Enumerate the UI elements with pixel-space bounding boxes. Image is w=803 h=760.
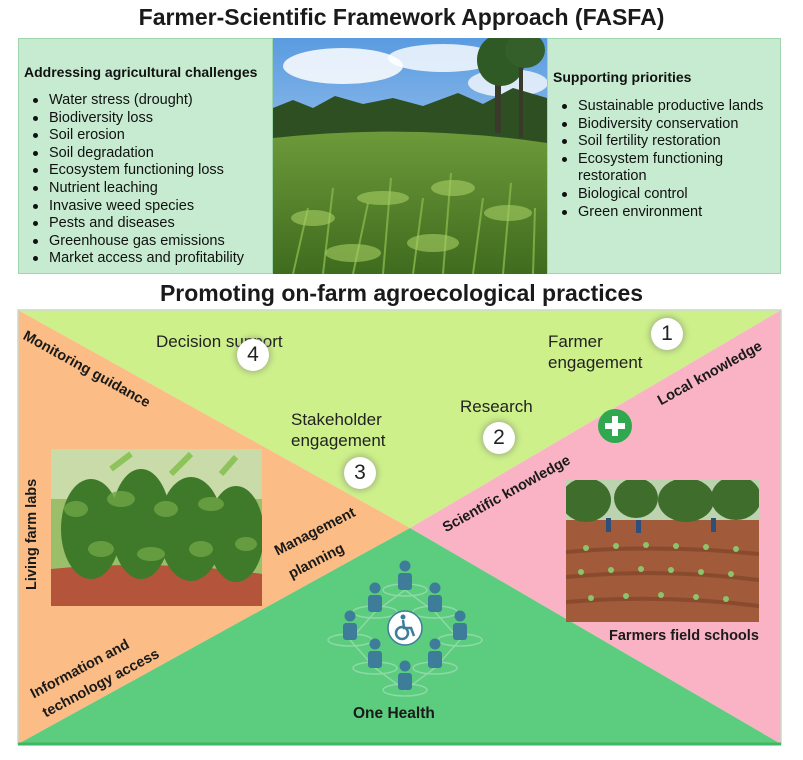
top-triangle	[18, 310, 781, 528]
list-item: Biodiversity loss	[31, 110, 244, 128]
step-4-badge: 4	[237, 339, 269, 371]
priorities-list: Sustainable productive lands Biodiversit…	[560, 98, 775, 221]
list-item: Pests and diseases	[31, 215, 244, 233]
list-item: Ecosystem functioning loss	[31, 162, 244, 180]
one-health-label: One Health	[353, 705, 435, 722]
list-item: Nutrient leaching	[31, 180, 244, 198]
list-item: Invasive weed species	[31, 198, 244, 216]
main-title: Farmer-Scientific Framework Approach (FA…	[138, 4, 665, 30]
list-item: Greenhouse gas emissions	[31, 233, 244, 251]
list-item: Market access and profitability	[31, 250, 244, 268]
step-1-badge: 1	[651, 318, 683, 350]
research-label: Research	[460, 397, 533, 416]
living-lab-photo	[51, 449, 262, 606]
list-item: Sustainable productive lands	[560, 98, 775, 116]
list-item: Soil degradation	[31, 145, 244, 163]
farmer-engagement-label: Farmer engagement	[548, 332, 643, 372]
stakeholder-engagement-label: Stakeholder engagement	[291, 410, 386, 450]
list-item: Soil fertility restoration	[560, 133, 775, 151]
list-item: Biological control	[560, 186, 775, 204]
field-schools-caption: Farmers field schools	[609, 628, 759, 644]
people-network-icon	[327, 560, 483, 697]
list-item: Water stress (drought)	[31, 92, 244, 110]
living-farm-labs-label: Living farm labs	[24, 478, 40, 590]
field-school-photo	[566, 480, 759, 622]
priorities-panel: Supporting priorities Sustainable produc…	[547, 38, 781, 274]
challenges-heading: Addressing agricultural challenges	[24, 64, 258, 80]
challenges-panel: Addressing agricultural challenges Water…	[18, 38, 273, 274]
step-2-badge: 2	[483, 422, 515, 454]
list-item: Green environment	[560, 204, 775, 222]
plus-icon	[598, 409, 632, 443]
challenges-list: Water stress (drought) Biodiversity loss…	[31, 92, 244, 268]
step-3-badge: 3	[344, 457, 376, 489]
list-item: Biodiversity conservation	[560, 116, 775, 134]
priorities-heading: Supporting priorities	[553, 69, 692, 85]
list-item: Ecosystem functioning restoration	[560, 151, 775, 186]
field-photo	[273, 38, 547, 274]
list-item: Soil erosion	[31, 127, 244, 145]
section-title: Promoting on-farm agroecological practic…	[159, 280, 644, 306]
